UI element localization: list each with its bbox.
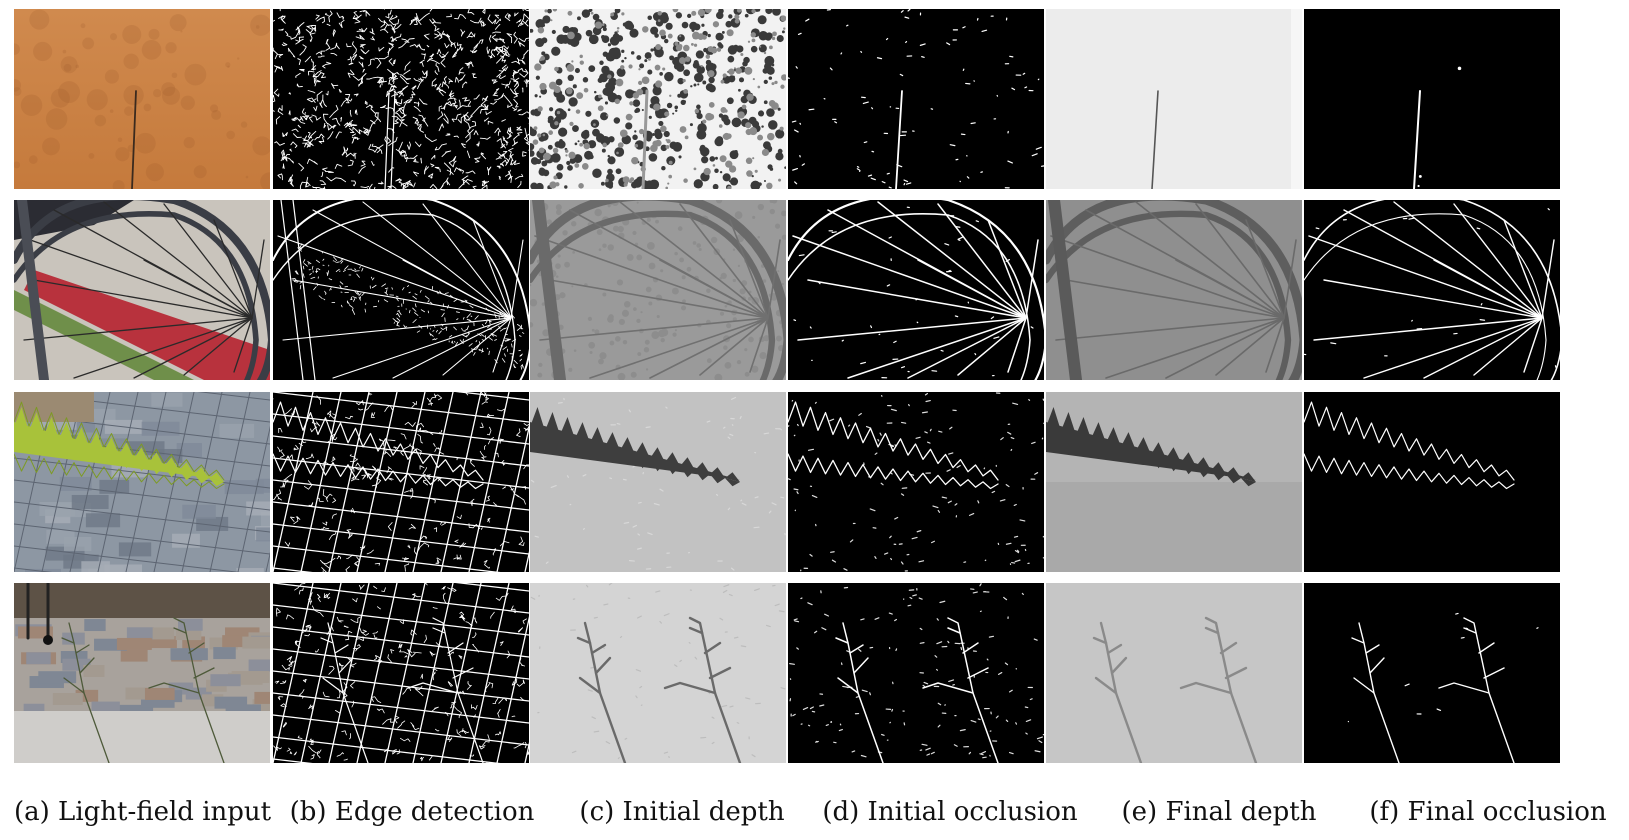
panel-fern-final-depth — [1046, 392, 1302, 572]
panel-stick-input — [14, 9, 270, 189]
panel-fern-final-occ — [1304, 392, 1560, 572]
caption-d: (d) Initial occlusion — [822, 797, 1078, 827]
panel-stick-edges — [273, 9, 529, 189]
panel-bicycle-wheel-init-occ — [788, 200, 1044, 380]
image-fern-input — [14, 392, 270, 572]
panel-stick-final-depth — [1046, 9, 1302, 189]
image-fern-edges — [273, 392, 529, 572]
figure-grid — [14, 9, 1618, 789]
panel-bicycle-wheel-final-depth — [1046, 200, 1302, 380]
image-plant-init-occ — [788, 583, 1044, 763]
panel-fern-init-occ — [788, 392, 1044, 572]
image-plant-input — [14, 583, 270, 763]
panel-bicycle-wheel-edges — [273, 200, 529, 380]
caption-f: (f) Final occlusion — [1369, 797, 1607, 827]
image-bicycle-wheel-final-depth — [1046, 200, 1302, 380]
image-plant-edges — [273, 583, 529, 763]
panel-plant-edges — [273, 583, 529, 763]
image-bicycle-wheel-init-occ — [788, 200, 1044, 380]
image-stick-final-occ — [1304, 9, 1560, 189]
panel-stick-final-occ — [1304, 9, 1560, 189]
caption-c: (c) Initial depth — [579, 797, 785, 827]
panel-plant-input — [14, 583, 270, 763]
caption-b: (b) Edge detection — [289, 797, 535, 827]
image-bicycle-wheel-init-depth — [530, 200, 786, 380]
image-fern-init-occ — [788, 392, 1044, 572]
image-bicycle-wheel-final-occ — [1304, 200, 1560, 380]
panel-fern-input — [14, 392, 270, 572]
panel-bicycle-wheel-input — [14, 200, 270, 380]
caption-a: (a) Light-field input — [14, 797, 272, 827]
image-plant-init-depth — [530, 583, 786, 763]
image-fern-final-depth — [1046, 392, 1302, 572]
image-stick-input — [14, 9, 270, 189]
image-stick-init-occ — [788, 9, 1044, 189]
image-bicycle-wheel-edges — [273, 200, 529, 380]
image-plant-final-occ — [1304, 583, 1560, 763]
caption-e: (e) Final depth — [1121, 797, 1317, 827]
panel-plant-init-occ — [788, 583, 1044, 763]
panel-bicycle-wheel-final-occ — [1304, 200, 1560, 380]
image-fern-init-depth — [530, 392, 786, 572]
panel-stick-init-depth — [530, 9, 786, 189]
panel-fern-init-depth — [530, 392, 786, 572]
panel-fern-edges — [273, 392, 529, 572]
image-stick-final-depth — [1046, 9, 1302, 189]
image-stick-init-depth — [530, 9, 786, 189]
panel-plant-init-depth — [530, 583, 786, 763]
image-bicycle-wheel-input — [14, 200, 270, 380]
panel-stick-init-occ — [788, 9, 1044, 189]
panel-plant-final-occ — [1304, 583, 1560, 763]
image-stick-edges — [273, 9, 529, 189]
image-plant-final-depth — [1046, 583, 1302, 763]
image-fern-final-occ — [1304, 392, 1560, 572]
panel-bicycle-wheel-init-depth — [530, 200, 786, 380]
panel-plant-final-depth — [1046, 583, 1302, 763]
